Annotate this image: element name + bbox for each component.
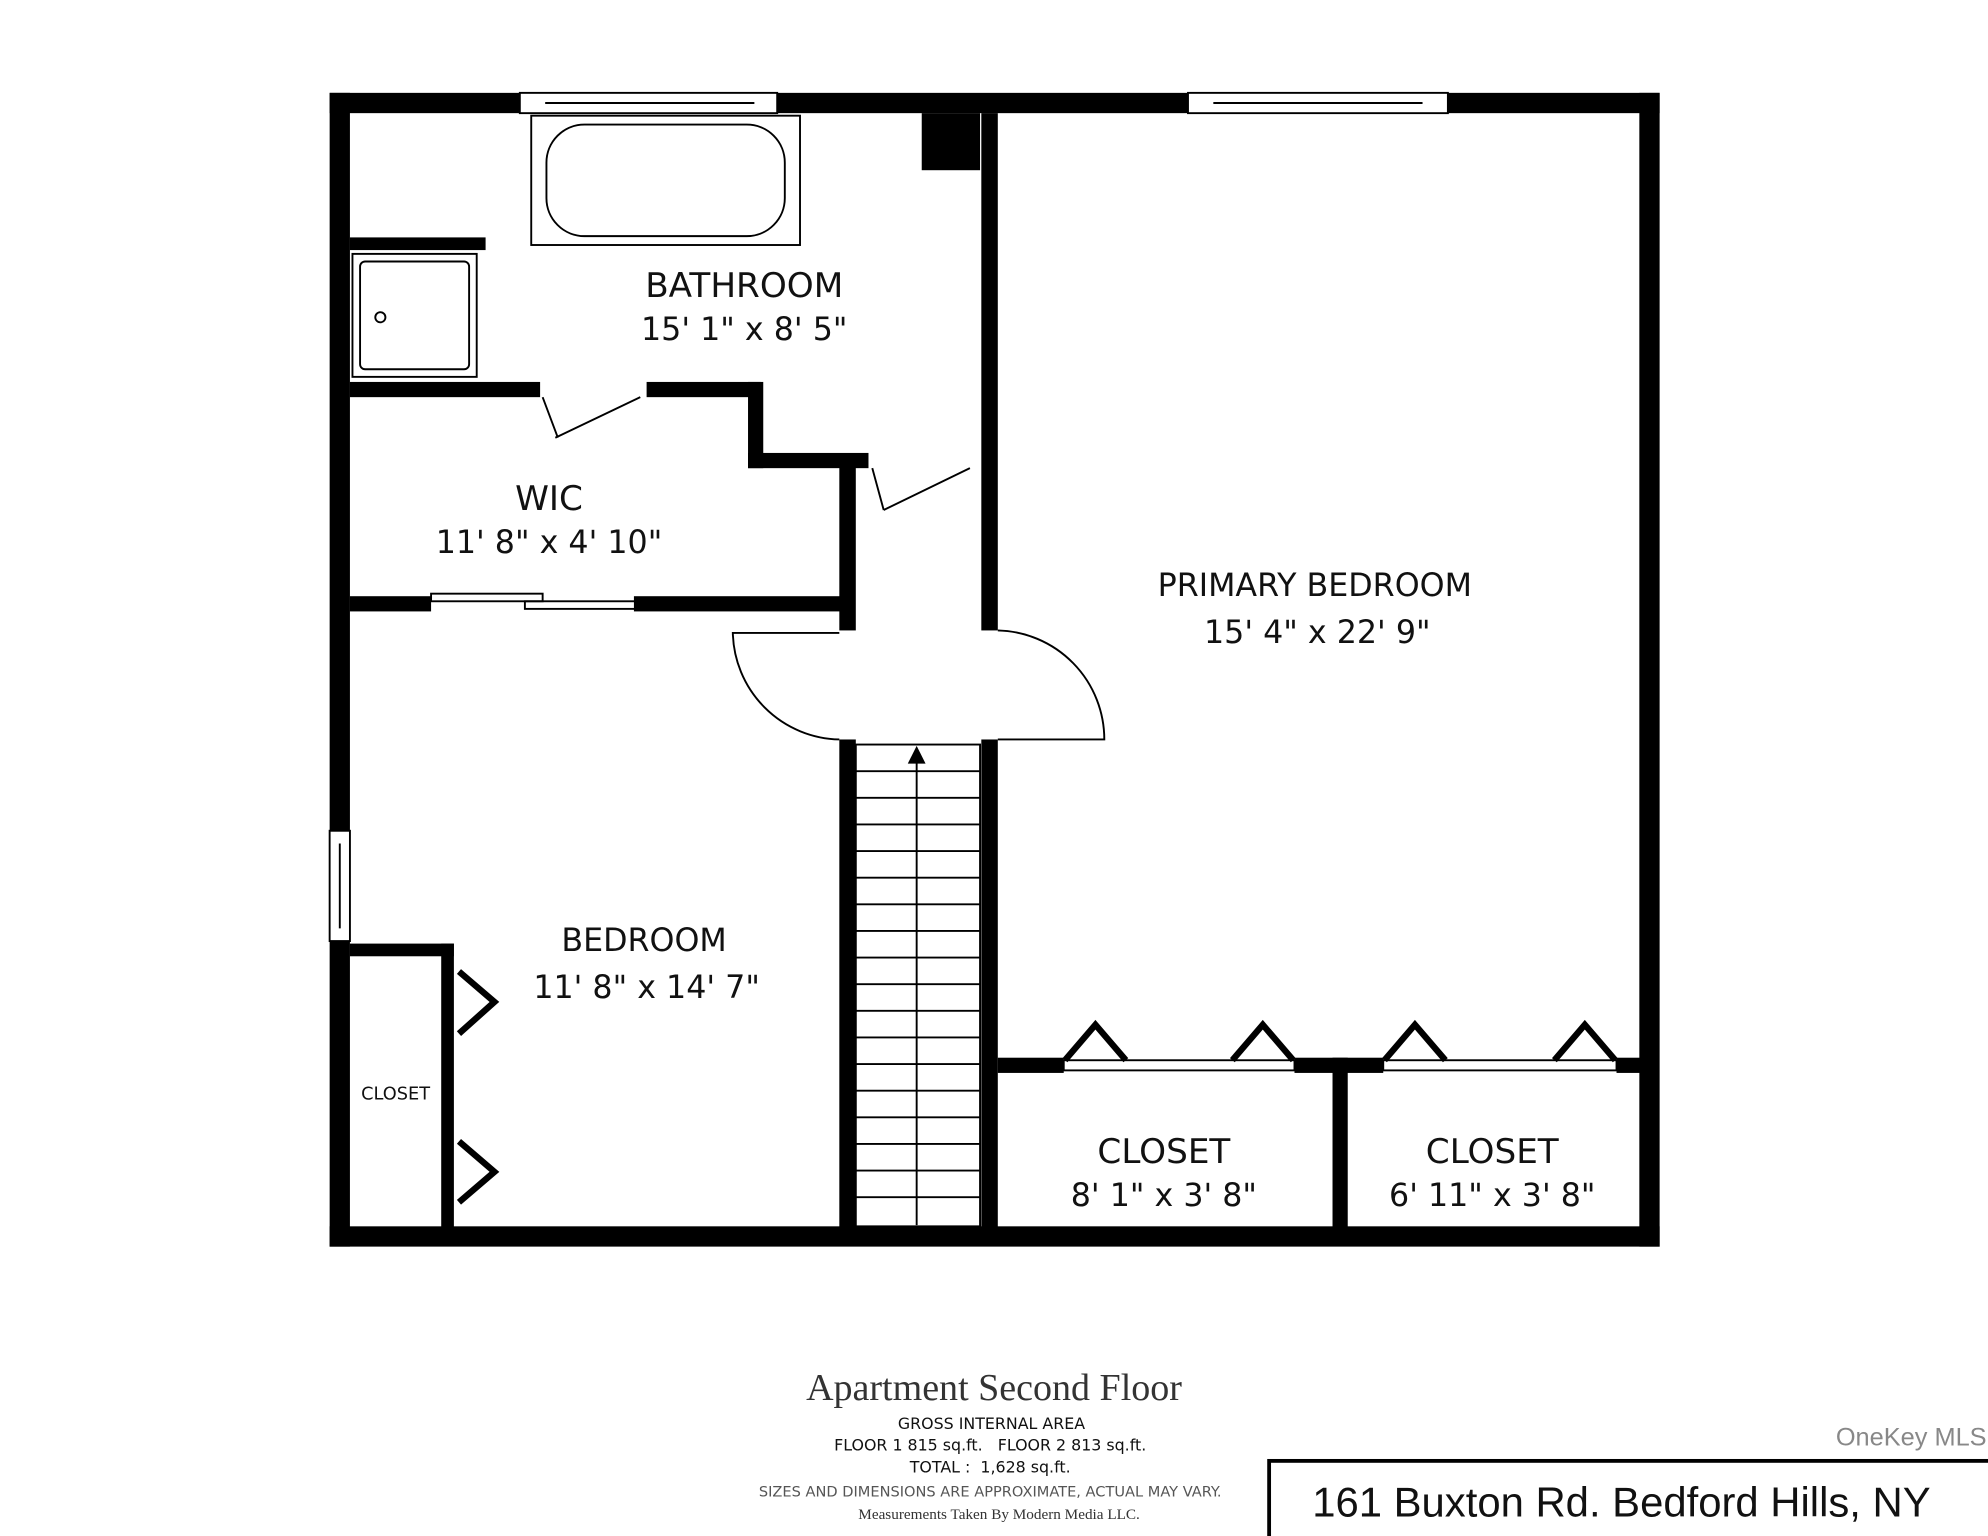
closet-2-label: CLOSET <box>1426 1132 1559 1172</box>
door-bedroom <box>731 632 840 741</box>
watermark: OneKey MLS <box>1836 1424 1987 1452</box>
bedroom-dims: 11' 8" x 14' 7" <box>533 970 760 1006</box>
bedroom-closet-label: CLOSET <box>361 1085 430 1105</box>
credit: Measurements Taken By Modern Media LLC. <box>858 1506 1140 1523</box>
wic-label: WIC <box>515 479 583 519</box>
bathroom-dims: 15' 1" x 8' 5" <box>641 312 847 348</box>
address-box <box>1267 1458 1988 1536</box>
stair-arrow-icon <box>907 745 926 764</box>
floor-areas: FLOOR 1 815 sq.ft. FLOOR 2 813 sq.ft. <box>834 1436 1146 1455</box>
gia-label: GROSS INTERNAL AREA <box>898 1414 1085 1433</box>
bathtub <box>530 114 801 246</box>
wic-dims: 11' 8" x 4' 10" <box>436 525 663 561</box>
closet-2-dims: 6' 11" x 3' 8" <box>1389 1178 1595 1214</box>
bathroom-label: BATHROOM <box>645 266 843 306</box>
closet-1-label: CLOSET <box>1097 1132 1230 1172</box>
primary-bedroom-dims: 15' 4" x 22' 9" <box>1204 615 1431 651</box>
primary-bedroom-label: PRIMARY BEDROOM <box>1158 568 1472 604</box>
bedroom-label: BEDROOM <box>561 923 726 959</box>
bifold-doors <box>456 969 1618 1205</box>
windows <box>328 91 1449 943</box>
total-area: TOTAL : 1,628 sq.ft. <box>909 1457 1071 1476</box>
door-primary <box>997 629 1106 741</box>
floor-title: Apartment Second Floor <box>806 1367 1182 1409</box>
walls <box>329 92 1660 1247</box>
fixtures <box>351 114 1618 1228</box>
door-hall <box>871 467 971 511</box>
disclaimer: SIZES AND DIMENSIONS ARE APPROXIMATE, AC… <box>759 1483 1222 1500</box>
address: 161 Buxton Rd. Bedford Hills, NY <box>1312 1479 1930 1526</box>
closet-1-dims: 8' 1" x 3' 8" <box>1071 1178 1257 1214</box>
door-wic <box>541 396 641 439</box>
shower <box>351 252 478 378</box>
stairs <box>854 743 982 1228</box>
